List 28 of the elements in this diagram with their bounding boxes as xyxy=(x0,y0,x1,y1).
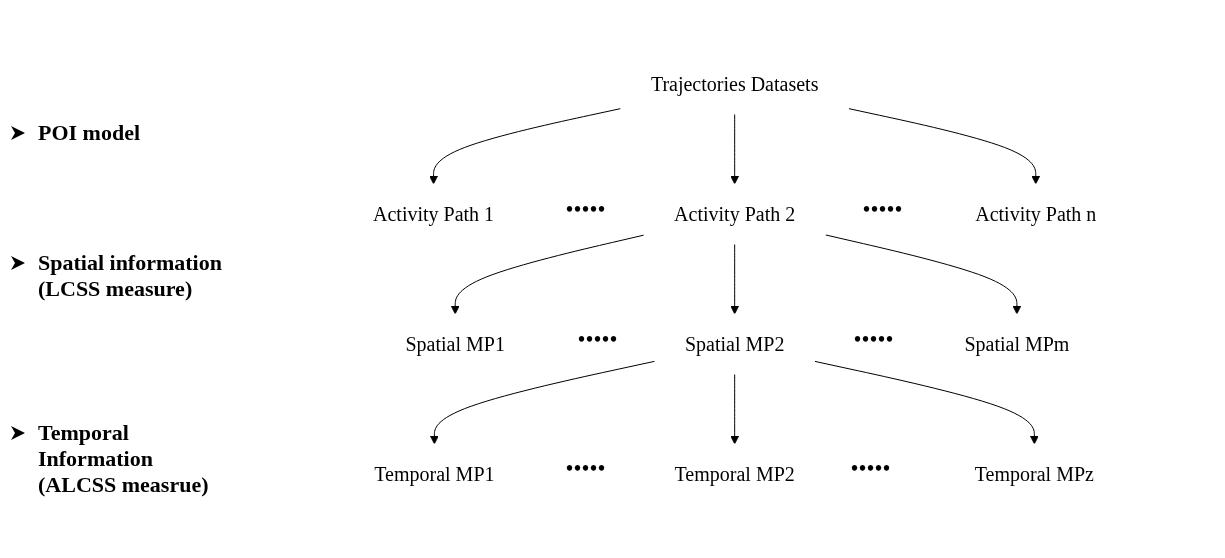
arrow xyxy=(429,108,622,185)
section-heading: POI model xyxy=(38,120,142,146)
ellipsis-dots: ••••• xyxy=(566,457,606,480)
node-text: Activity Path 1 xyxy=(373,203,495,225)
arrow xyxy=(451,234,645,315)
node-text: Spatial MP1 xyxy=(405,333,506,355)
node-text: Temporal MP1 xyxy=(374,463,495,485)
ellipsis-dots: ••••• xyxy=(566,198,606,221)
section-heading: Temporal Information (ALCSS measrue) xyxy=(38,420,210,498)
ellipsis-dots: ••••• xyxy=(578,328,618,351)
node-text: Activity Path n xyxy=(975,203,1097,225)
section-heading: Spatial information (LCSS measure) xyxy=(38,250,223,302)
arrow xyxy=(825,234,1022,315)
node-text: Temporal MPz xyxy=(975,463,1095,485)
node-text: Spatial MPm xyxy=(964,333,1070,355)
arrow xyxy=(730,113,740,185)
ellipsis-dots: ••••• xyxy=(854,328,894,351)
ellipsis-dots: ••••• xyxy=(863,198,903,221)
arrow xyxy=(730,243,740,315)
ellipsis-dots: ••••• xyxy=(851,457,891,480)
arrow xyxy=(814,360,1040,445)
arrow xyxy=(848,108,1041,185)
node-text: Activity Path 2 xyxy=(674,203,796,225)
node-text: Spatial MP2 xyxy=(685,333,785,355)
node-text: Trajectories Datasets xyxy=(651,73,819,95)
arrow xyxy=(430,360,656,445)
arrow xyxy=(730,373,740,445)
node-text: Temporal MP2 xyxy=(674,463,796,485)
